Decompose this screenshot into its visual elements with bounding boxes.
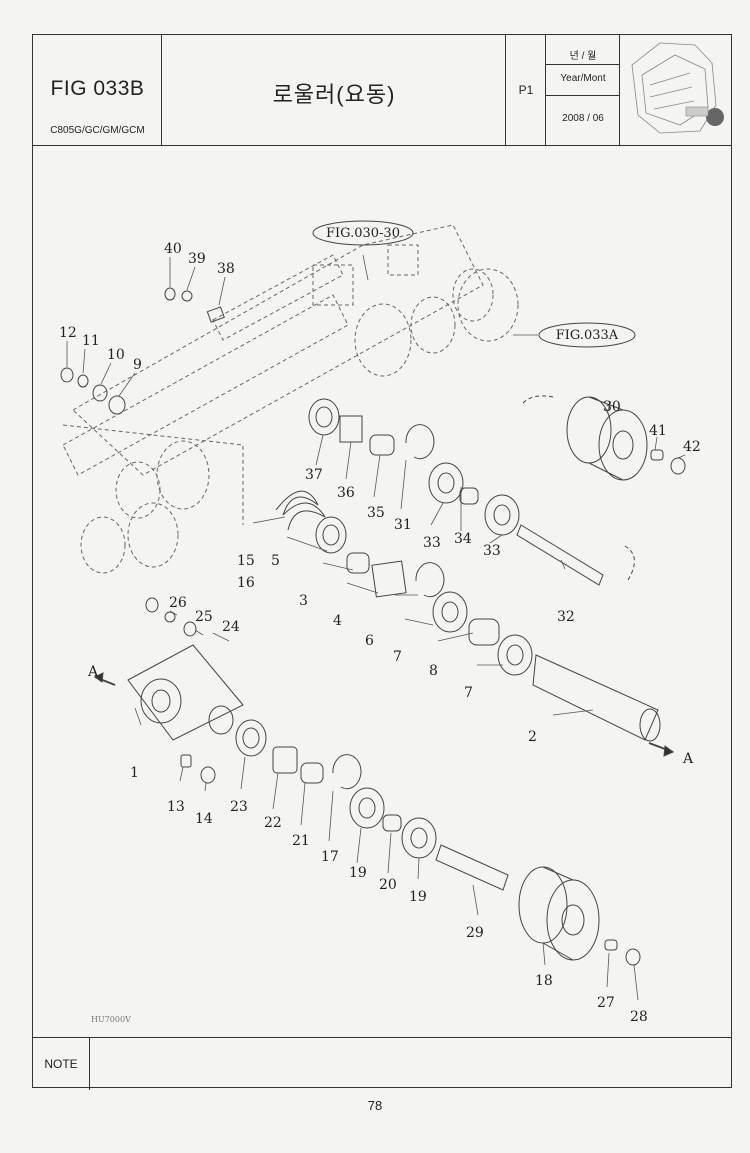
callout: 34 (454, 531, 472, 547)
callout: 32 (557, 609, 575, 625)
callout: 10 (107, 347, 125, 363)
callout: 17 (321, 849, 339, 865)
divider (546, 95, 620, 96)
callout: 36 (337, 485, 355, 501)
fig-id-cell: FIG 033B C805G/GC/GM/GCM (33, 35, 162, 145)
page-cell: P1 (506, 35, 546, 145)
footer-page-number: 78 (367, 1098, 383, 1113)
callout: 42 (683, 439, 701, 455)
callout: 35 (367, 505, 385, 521)
callout: 20 (379, 877, 397, 893)
callout: 7 (393, 649, 402, 665)
callout: 25 (195, 609, 213, 625)
date-cell: 년 / 월 Year/Mont 2008 / 06 (546, 35, 620, 145)
callout: 26 (169, 595, 187, 611)
machine-thumbnail (631, 42, 724, 134)
date-label-kr: 년 / 월 (569, 51, 597, 62)
arrow-a-right: A (682, 751, 694, 767)
callout: 8 (429, 663, 438, 679)
callout: 9 (133, 357, 142, 373)
callout: 24 (222, 619, 240, 635)
callout: 27 (597, 995, 615, 1011)
callout: 19 (409, 889, 427, 905)
title-cell: 로울러(요동) (162, 35, 506, 145)
note-row: NOTE (33, 1037, 731, 1090)
date-label-en: Year/Mont (560, 73, 606, 84)
callout: 28 (630, 1009, 648, 1025)
fig-id: FIG 033B (50, 77, 145, 100)
callout: 11 (82, 333, 100, 349)
page-number: P1 (518, 83, 534, 97)
callout: 14 (195, 811, 213, 827)
callout: 15 (237, 553, 255, 569)
callout: 7 (464, 685, 473, 701)
callout: 33 (483, 543, 501, 559)
callout: 18 (535, 973, 553, 989)
callout: 12 (59, 325, 77, 341)
model-list: C805G/GC/GM/GCM (50, 125, 145, 136)
ref-fig-030-30: FIG.030-30 (326, 226, 400, 241)
document-frame: FIG 033B C805G/GC/GM/GCM 로울러(요동) P1 년 / … (32, 34, 733, 1090)
callout: 29 (466, 925, 484, 941)
callout: 3 (299, 593, 308, 609)
image-code: HU7000V (91, 1015, 131, 1024)
callout: 38 (217, 261, 235, 277)
callout: 13 (167, 799, 185, 815)
callout: 30 (603, 399, 621, 415)
callout: 37 (305, 467, 323, 483)
thumbnail-cell (620, 35, 733, 145)
callout: 5 (271, 553, 280, 569)
callout: 19 (349, 865, 367, 881)
callout: 16 (237, 575, 255, 591)
callout: 1 (130, 765, 139, 781)
callout: 31 (394, 517, 412, 533)
callout: 4 (333, 613, 342, 629)
page-title: 로울러(요동) (272, 82, 396, 107)
callout: 41 (649, 423, 667, 439)
arrow-a-left: A (87, 664, 99, 680)
divider (546, 64, 620, 65)
date-value: 2008 / 06 (562, 113, 604, 124)
callout: 22 (264, 815, 282, 831)
callout: 33 (423, 535, 441, 551)
callout: 6 (365, 633, 374, 649)
note-label: NOTE (33, 1038, 90, 1090)
callout: 39 (188, 251, 206, 267)
callout: 40 (164, 241, 182, 257)
callout: 23 (230, 799, 248, 815)
callout: 2 (528, 729, 537, 745)
header-block: FIG 033B C805G/GC/GM/GCM 로울러(요동) P1 년 / … (33, 35, 731, 146)
callout: 21 (292, 833, 310, 849)
ref-fig-033a: FIG.033A (556, 328, 619, 343)
exploded-parts-diagram: FIG.030-30 FIG.033A A A 40 39 38 12 11 1… (33, 145, 733, 1037)
diagram-svg: FIG.030-30 FIG.033A A A 40 39 38 12 11 1… (59, 220, 701, 1025)
